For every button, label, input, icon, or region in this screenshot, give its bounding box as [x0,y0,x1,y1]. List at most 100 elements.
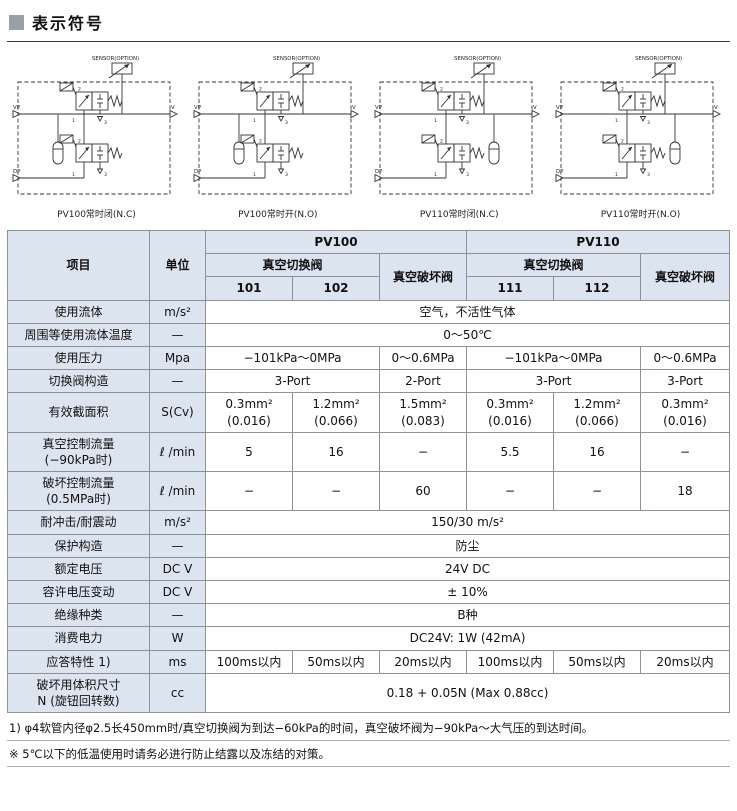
row-unit: ms [149,649,206,674]
row-unit: m/s² [149,299,206,324]
row-value: 0.3mm² (0.016) [205,392,293,433]
row-item-label: 额定电压 [7,556,150,582]
table-row: 周围等使用流体温度—0～50℃ [7,322,730,347]
header-item: 项目 [7,230,150,301]
svg-text:DP: DP [194,169,202,175]
row-value: 0～0.6MPa [379,345,467,371]
svg-text:3: 3 [104,120,107,126]
row-value: 0～50℃ [205,322,730,347]
svg-text:3: 3 [647,120,650,126]
svg-text:3: 3 [104,172,107,178]
row-item-label: 周围等使用流体温度 [7,322,150,347]
svg-text:DP: DP [375,169,383,175]
row-value: − [553,471,641,512]
row-value: 0.3mm² (0.016) [640,392,730,433]
row-unit: DC V [149,579,206,605]
row-value: 100ms以内 [205,649,293,674]
svg-text:2: 2 [621,87,624,93]
section-header: 表示符号 [7,6,730,41]
svg-text:1: 1 [615,118,618,124]
svg-text:3: 3 [285,120,288,126]
row-unit: Mpa [149,345,206,371]
row-value: 2-Port [379,369,467,394]
row-unit: — [149,603,206,628]
svg-text:2: 2 [78,87,81,93]
svg-text:3: 3 [647,172,650,178]
svg-text:2: 2 [440,87,443,93]
header-break-valve: 真空破坏阀 [640,253,730,301]
row-value: 18 [640,471,730,512]
row-value: 3-Port [205,369,380,394]
header-break-valve: 真空破坏阀 [379,253,467,301]
row-value: 100ms以内 [466,649,554,674]
row-value: DC24V: 1W (42mA) [205,626,730,651]
svg-text:1: 1 [434,118,437,124]
row-unit: DC V [149,556,206,582]
row-unit: cc [149,672,206,714]
header-model-111: 111 [466,276,554,301]
header-switch-valve: 真空切换阀 [205,253,380,278]
row-value: 3-Port [466,369,641,394]
svg-text:3: 3 [466,172,469,178]
row-value: 1.2mm² (0.066) [292,392,380,433]
row-unit: ℓ /min [149,431,206,473]
row-value: 5.5 [466,431,554,473]
svg-text:SENSOR(OPTION): SENSOR(OPTION) [635,56,682,62]
row-value: −101kPa～0MPa [466,345,641,371]
svg-text:DP: DP [556,169,564,175]
row-item-label: 保护构造 [7,533,150,558]
row-item-label: 切换阀构造 [7,369,150,394]
row-value: 3-Port [640,369,730,394]
row-item-label: 应答特性 1) [7,649,150,674]
row-value: − [466,471,554,512]
svg-text:1: 1 [253,172,256,178]
svg-text:V: V [714,105,718,111]
diagram-caption: PV100常时开(N.O) [238,210,318,220]
row-value: − [379,431,467,473]
row-value: 空气，不活性气体 [205,299,730,324]
row-value: 60 [379,471,467,512]
row-value: 0～0.6MPa [640,345,730,371]
section-bullet-icon [9,14,24,30]
row-value: 5 [205,431,293,473]
row-item-label: 容许电压变动 [7,579,150,605]
svg-text:VP: VP [13,105,21,111]
row-item-label: 耐冲击/耐震动 [7,510,150,535]
svg-text:VP: VP [375,105,383,111]
footnote-1: 1) φ4软管内径φ2.5长450mm时/真空切换阀为到达−60kPa的时间，真… [9,721,594,736]
svg-text:1: 1 [434,172,437,178]
row-value: 20ms以内 [379,649,467,674]
diagram-caption: PV110常时闭(N.C) [419,210,499,220]
row-unit: — [149,322,206,347]
header-model-112: 112 [553,276,641,301]
svg-text:2: 2 [621,139,624,145]
row-value: 16 [553,431,641,473]
row-value: 24V DC [205,556,730,582]
svg-text:2: 2 [78,139,81,145]
svg-text:DP: DP [13,169,21,175]
row-value: 0.3mm² (0.016) [466,392,554,433]
row-value: 0.18 + 0.05N (Max 0.88cc) [205,672,730,714]
row-value: 1.2mm² (0.066) [553,392,641,433]
row-value: −101kPa～0MPa [205,345,380,371]
svg-text:3: 3 [285,172,288,178]
svg-text:2: 2 [259,139,262,145]
row-item-label: 破坏用体积尺寸 N (旋钮回转数) [7,672,150,714]
diagram-caption: PV110常时开(N.O) [600,210,681,220]
